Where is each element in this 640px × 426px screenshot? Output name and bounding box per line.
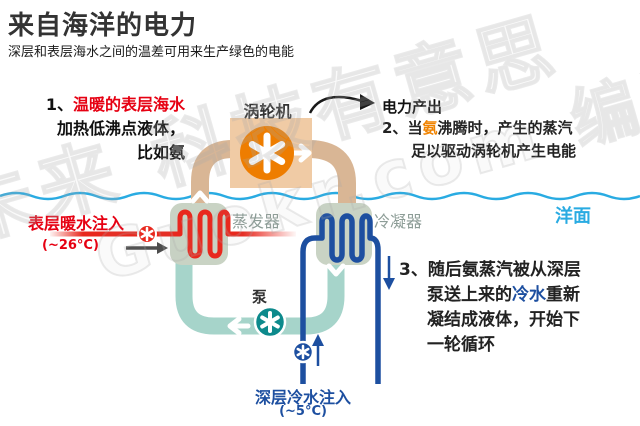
step3-line2: 泵送上来的冷水重新 [427,285,580,305]
step2-highlight: 氨 [422,119,438,137]
step1-annotation: 1、温暖的表层海水 加热低沸点液体， 比如氨 [20,93,185,165]
step3-annotation: 3、随后氨蒸汽被从深层 泵送上来的冷水重新 凝结成液体，开始下 一轮循环 [399,258,581,358]
page-subtitle: 深层和表层海水之间的温差可用来生产绿色的电能 [8,45,295,60]
left-arrow-icon [227,316,242,336]
turbine-icon [248,132,286,174]
turbine-unit [230,118,312,188]
page-title: 来自海洋的电力 [8,11,198,41]
vapor-pipe [191,140,356,233]
cold-water-temp: (~5°C) [279,404,327,419]
step2-annotation: 2、当氨沸腾时，产生的蒸汽 足以驱动涡轮机产生电能 [382,117,576,163]
step2-line2: 足以驱动涡轮机产生电能 [411,142,577,160]
step3-highlight: 冷水 [512,285,546,305]
step3-line3: 凝结成液体，开始下 [427,310,580,330]
step1-line3: 比如氨 [136,143,185,162]
power-output-arrow [308,94,375,114]
cold-pump-icon [291,340,315,364]
pump-label: 泵 [252,288,268,306]
up-arrow-icon [190,190,210,204]
ocean-surface-label: 洋面 [555,206,591,227]
warm-water-pipe [50,209,296,259]
cold-water-in-label: 深层冷水注入 [254,388,351,407]
step2-number: 2、 [382,119,408,137]
ocean-surface-line [0,191,640,201]
cold-water-pipe [300,213,381,384]
down-arrow-icon [326,263,346,277]
step1-line2: 加热低沸点液体， [56,119,185,138]
step3-line1: 3、随后氨蒸汽被从深层 [399,260,581,280]
ammonia-pump-icon [253,305,287,339]
turbine-arrow-right-icon [291,143,312,163]
warm-pump-icon [137,224,157,244]
flow-arrows [190,190,346,336]
step1-number: 1、 [45,95,73,114]
step3-number: 3、 [399,260,428,280]
step1-line1: 1、温暖的表层海水 [20,93,185,117]
step2-line1: 2、当氨沸腾时，产生的蒸汽 [382,119,573,137]
step3-line4: 一轮循环 [427,335,495,355]
turbine-label: 涡轮机 [243,102,292,121]
warm-water-in-label: 表层暖水注入 [28,214,125,233]
step1-highlight: 温暖的表层海水 [72,95,185,114]
warm-water-temp: (~26°C) [42,238,99,253]
evaporator-label: 蒸发器 [232,212,281,231]
intake-up-arrow [312,334,324,366]
warm-flow-arrow [126,242,168,254]
power-output-label: 电力产出 [382,98,443,116]
condenser-label: 冷凝器 [374,212,423,231]
discharge-down-arrow [383,256,395,290]
